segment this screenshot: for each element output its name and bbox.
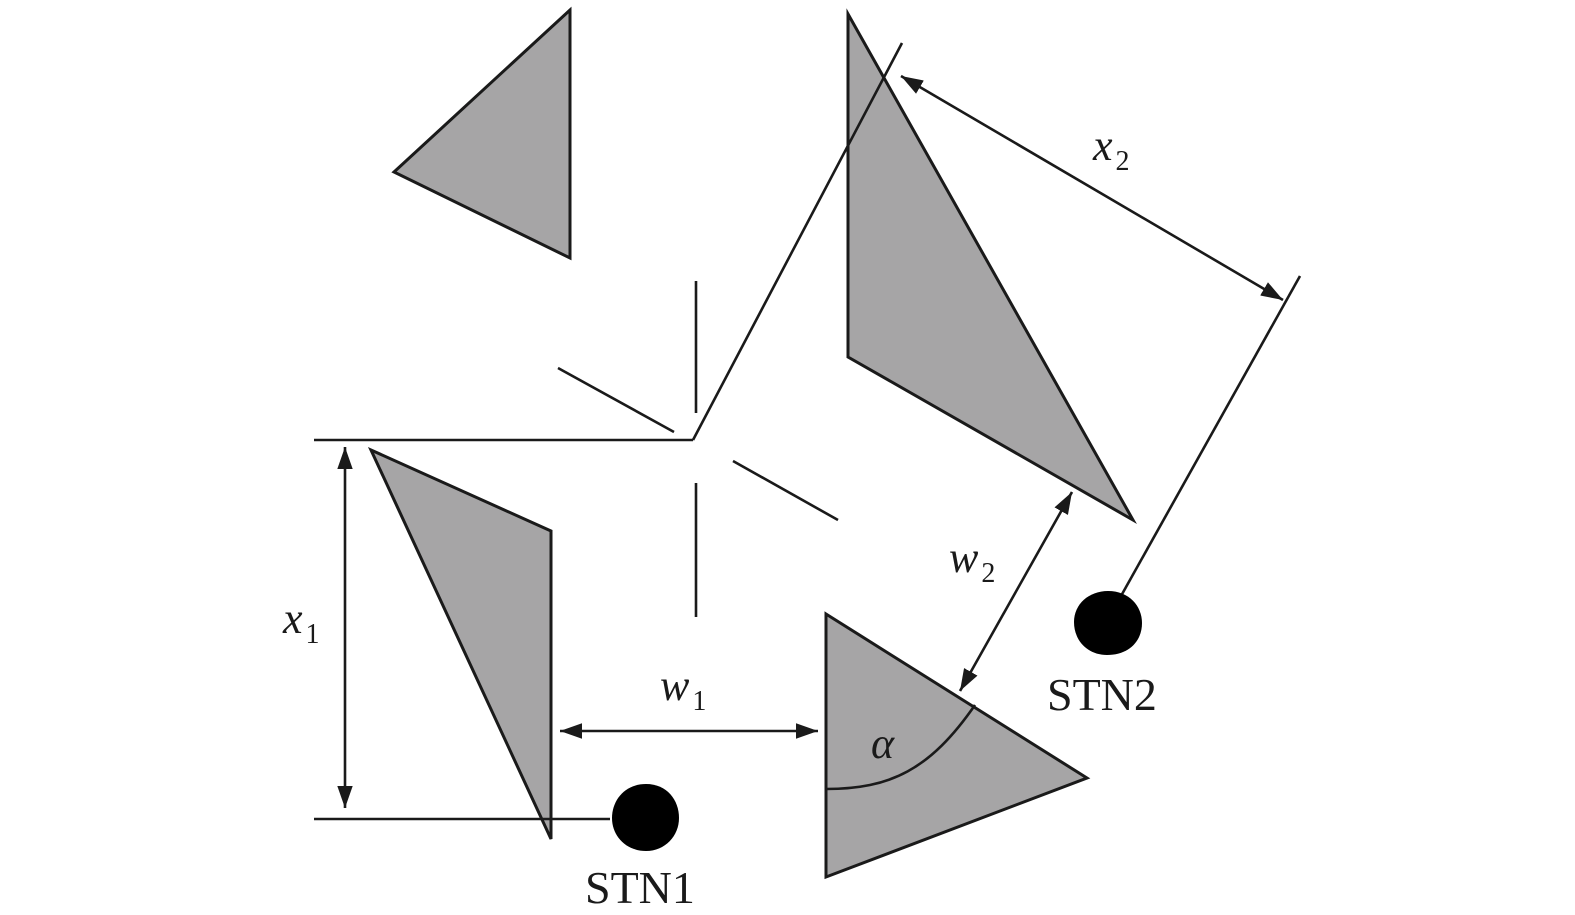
x2-dimension-arrow [900, 74, 1284, 302]
crosshair-diagonal-right [732, 459, 839, 522]
stn1-dot [612, 784, 679, 851]
alpha-label: α [871, 719, 895, 768]
stn1-label: STN1 [585, 862, 695, 913]
crosshair-diagonal-left [557, 366, 675, 434]
top-left-triangle [391, 6, 572, 261]
stn2-dot [1074, 591, 1142, 655]
w2-dimension-arrow [958, 491, 1074, 692]
stn2-label: STN2 [1047, 669, 1157, 720]
top-right-triangle [846, 8, 1137, 525]
beam-diagonal [691, 42, 904, 441]
left-triangle [367, 446, 553, 840]
bottom-triangle [824, 611, 1091, 880]
beam-stn2-diagonal [1119, 275, 1302, 597]
alpha-angle-arc [825, 704, 977, 791]
